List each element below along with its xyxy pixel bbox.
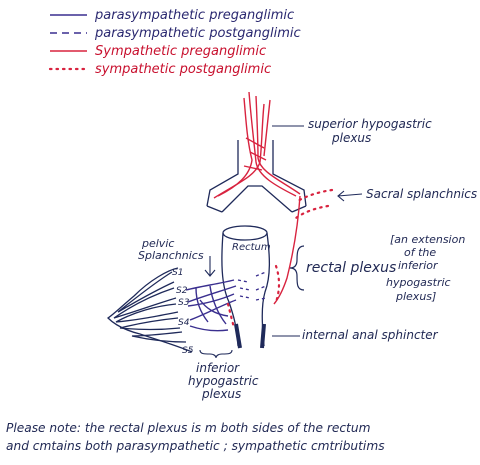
legend-label-sympathetic-pre: Sympathetic preganglimic: [95, 44, 266, 59]
sympathetic-descending: [273, 195, 301, 305]
splanchnic-loop-1: [195, 287, 209, 323]
aorta-and-iliacs: [206, 140, 307, 213]
superior-plexus-label-2: plexus: [331, 131, 371, 145]
rectum-top: [222, 225, 268, 241]
sacral-label-s3: S3: [178, 298, 190, 308]
inferior-plexus-label-2: hypogastric: [188, 374, 259, 388]
legend-label-sympathetic-post: sympathetic postganglimic: [95, 62, 271, 77]
sacral-label-s2: S2: [176, 286, 188, 296]
splanchnic-loop-3: [189, 325, 229, 332]
sacrum-outline: [106, 267, 193, 353]
plexus-fiber-2: [248, 91, 297, 197]
iliac-crotch: [221, 185, 293, 213]
extension-note-line-3: inferior: [398, 259, 439, 272]
legend-label-parasympathetic-post: parasympathetic postganglimic: [94, 26, 301, 41]
extension-note-line-4: hypogastric: [386, 276, 451, 289]
legend: parasympathetic preganglimic parasympath…: [48, 8, 301, 77]
extension-note-line-1: [an extension: [390, 233, 465, 246]
splanchnic-from-s2: [185, 279, 235, 291]
sacral-segment-4: [119, 317, 181, 331]
splanchnic-from-s3b: [187, 293, 235, 307]
post-fiber-1: [237, 279, 249, 283]
post-fiber-4: [255, 271, 267, 277]
internal-sphincter-right: [260, 323, 266, 349]
plexus-cross-3: [243, 165, 263, 171]
sacral-splanchnic-upper: [294, 188, 334, 204]
internal-sphincter-left: [234, 323, 242, 349]
extension-note-line-2: of the: [404, 246, 436, 259]
sacral-segment-2: [113, 287, 177, 319]
note-line-1: Please note: the rectal plexus is m both…: [6, 421, 371, 435]
extension-note-line-5: plexus]: [395, 290, 436, 303]
post-fiber-5: [255, 285, 267, 291]
sacral-splanchnics-label: Sacral splanchnics: [366, 187, 477, 201]
sympathetic-post-fibers: [226, 264, 281, 330]
aorta-left-wall: [206, 140, 239, 207]
legend-label-parasympathetic-pre: parasympathetic preganglimic: [94, 8, 294, 23]
sacrum: [106, 267, 193, 353]
plexus-cross-2: [249, 151, 267, 161]
splanchnic-from-s4: [189, 299, 237, 321]
sacral-splanchnic-lower: [294, 204, 330, 220]
rectal-plexus-label: rectal plexus: [306, 260, 396, 276]
sacral-segment-1: [117, 271, 175, 313]
plexus-fiber-1: [217, 97, 253, 197]
splanchnic-loop-4: [199, 299, 229, 317]
sacral-label-s5: S5: [182, 346, 194, 356]
superior-plexus-label: superior hypogastric: [308, 117, 432, 131]
post-fiber-3: [239, 295, 251, 299]
inferior-plexus-label-1: inferior: [196, 361, 240, 375]
sacral-label-s4: S4: [178, 318, 190, 328]
sacral-splanchnics: [294, 188, 334, 220]
parasympathetic-post-fibers: [237, 271, 267, 301]
sacral-segment-5: [131, 331, 187, 343]
plexus-cross-1: [245, 137, 265, 149]
rectum-label: Rectum: [232, 242, 271, 253]
aorta-right-wall: [272, 140, 307, 207]
pelvic-splanchnics-arrow: [204, 256, 216, 277]
inferior-plexus-brace: [199, 349, 233, 359]
inferior-plexus-label-3: plexus: [201, 387, 241, 401]
rectal-plexus-brace: [289, 245, 305, 291]
symp-post-right: [274, 264, 281, 304]
plexus-fiber-3: [255, 95, 301, 195]
sacral-segment-3: [115, 303, 179, 323]
sacral-label-s1: S1: [172, 268, 183, 278]
pelvic-splanchnic-nerves: [185, 279, 237, 332]
post-fiber-2: [239, 287, 251, 291]
symp-post-left: [226, 302, 236, 330]
note-line-2: and cmtains both parasympathetic ; sympa…: [6, 439, 385, 453]
pelvic-splanchnics-label-2: Splanchnics: [138, 249, 204, 262]
plexus-fiber-4: [213, 103, 265, 199]
superior-hypogastric-plexus: [213, 91, 301, 305]
internal-sphincter-label: internal anal sphincter: [302, 328, 439, 342]
splanchnic-loop-2: [209, 285, 227, 325]
plexus-fiber-5: [263, 99, 271, 157]
post-fiber-6: [255, 297, 267, 301]
sacral-splanchnics-arrow: [337, 190, 363, 202]
pelvic-splanchnics-label: pelvic: [141, 237, 174, 250]
iliac-left-outer: [206, 205, 223, 213]
